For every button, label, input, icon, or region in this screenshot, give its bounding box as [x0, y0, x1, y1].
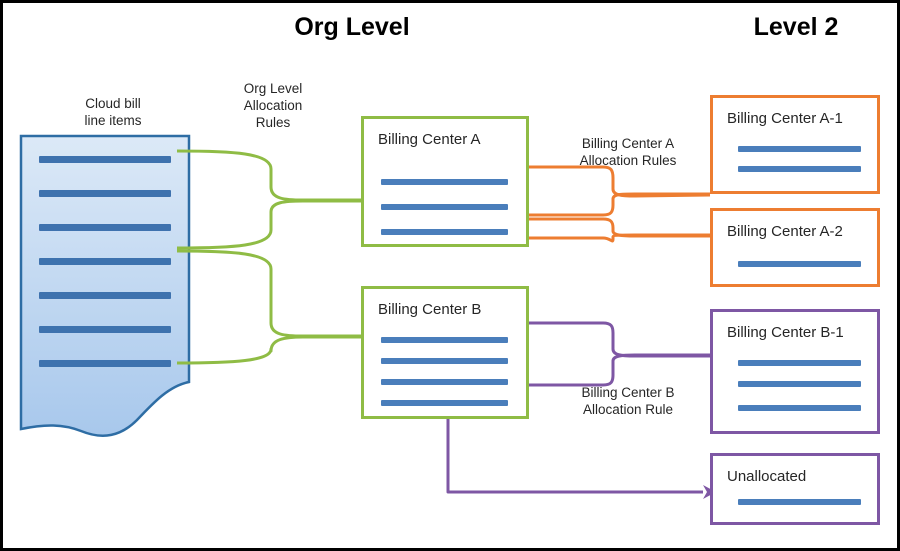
line-item	[381, 179, 508, 185]
unallocated-title: Unallocated	[727, 468, 807, 485]
line-item	[738, 381, 861, 387]
line-item	[381, 379, 508, 385]
line-item	[39, 258, 171, 265]
caption-cloud-bill-line-items: Cloud bill line items	[84, 96, 142, 128]
connector-doc-to-billing-center-b-top	[176, 249, 361, 338]
line-item	[39, 224, 171, 231]
billing-center-b-1-title: Billing Center B-1	[727, 324, 844, 341]
caption-billing-center-b-allocation-rule: Billing Center B Allocation Rule	[581, 385, 675, 417]
line-item	[738, 405, 861, 411]
billing-center-a-1-box[interactable]: Billing Center A-1	[710, 95, 880, 194]
connector-billing-center-a-to-a-1-bottom	[507, 192, 710, 217]
line-item	[738, 499, 861, 505]
billing-center-b-box[interactable]: Billing Center B	[361, 286, 529, 419]
caption-billing-center-a-allocation-rules: Billing Center A Allocation Rules	[579, 136, 677, 168]
connector-billing-center-b-to-b-1-bottom	[507, 353, 710, 387]
connector-doc-to-billing-center-a-top	[176, 149, 361, 202]
line-item	[381, 337, 508, 343]
line-item	[738, 146, 861, 152]
line-item	[738, 360, 861, 366]
line-item	[381, 204, 508, 210]
connector-billing-center-b-to-b-1-top	[507, 321, 710, 358]
connector-billing-center-a-to-a-1-top	[507, 165, 711, 198]
line-item	[381, 229, 508, 235]
line-item	[39, 292, 171, 299]
connector-doc-to-billing-center-b-bottom	[176, 335, 361, 365]
billing-center-b-title: Billing Center B	[378, 301, 482, 318]
line-item	[738, 166, 861, 172]
billing-center-a-1-title: Billing Center A-1	[727, 110, 843, 127]
line-item	[381, 400, 508, 406]
column-header-level-2: Level 2	[753, 13, 839, 41]
line-item	[39, 190, 171, 197]
billing-center-a-box[interactable]: Billing Center A	[361, 116, 529, 247]
line-item	[39, 326, 171, 333]
document-line-items	[19, 134, 191, 439]
column-header-org-level: Org Level	[294, 13, 410, 41]
caption-org-level-allocation-rules: Org Level Allocation Rules	[243, 81, 303, 130]
billing-center-a-2-box[interactable]: Billing Center A-2	[710, 208, 880, 287]
line-item	[381, 358, 508, 364]
line-item	[738, 261, 861, 267]
cloud-bill-document	[19, 134, 191, 439]
line-item	[39, 360, 171, 367]
connector-billing-center-a-to-a-2-bottom	[507, 233, 710, 243]
billing-center-a-2-title: Billing Center A-2	[727, 223, 843, 240]
unallocated-box[interactable]: Unallocated	[710, 453, 880, 525]
connector-billing-center-a-to-a-2-top	[507, 217, 710, 238]
billing-center-b-1-box[interactable]: Billing Center B-1	[710, 309, 880, 434]
connector-doc-to-billing-center-a-bottom	[176, 199, 361, 250]
line-item	[39, 156, 171, 163]
billing-center-a-title: Billing Center A	[378, 131, 481, 148]
